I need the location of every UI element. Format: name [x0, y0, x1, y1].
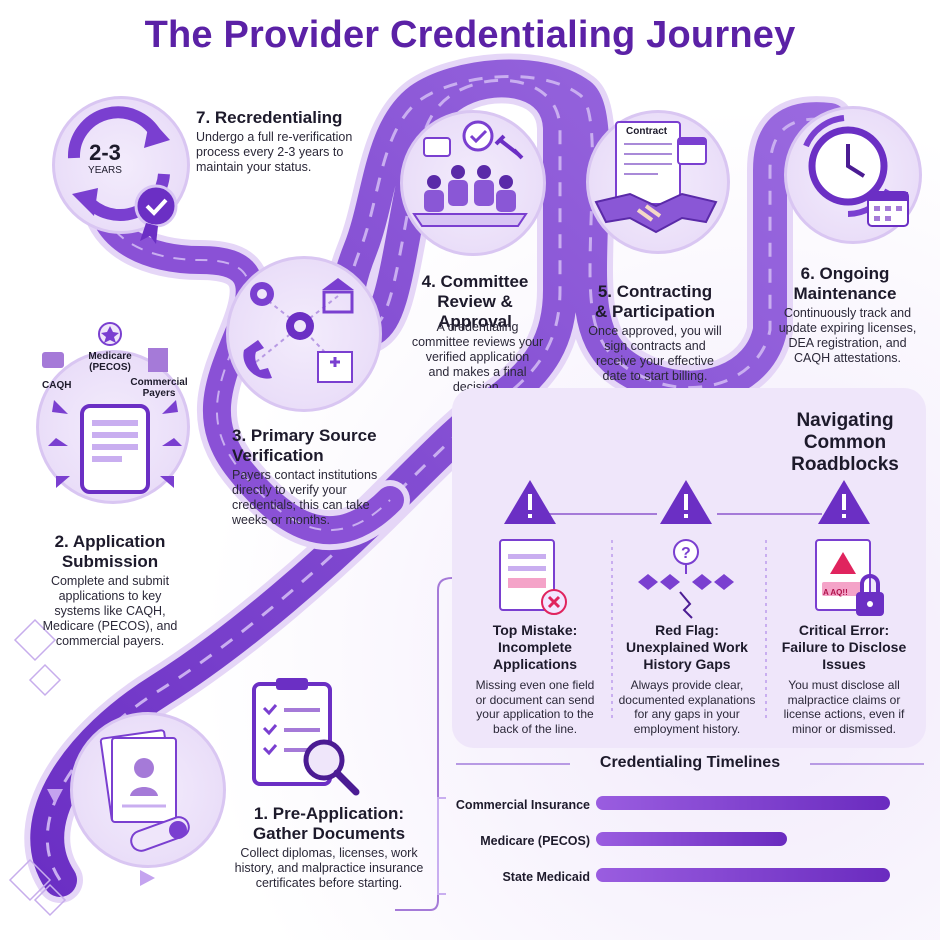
timeline-bar — [596, 796, 890, 810]
refresh-cycle-icon — [67, 106, 178, 244]
locked-document-icon — [815, 539, 884, 616]
roadblock-3-desc: You must disclose all malpractice claims… — [783, 678, 905, 736]
recred-badge-years: 2-3 — [89, 140, 121, 165]
roadblocks-heading: Navigating Common Roadblocks — [791, 410, 899, 475]
timeline-label: Medicare (PECOS) — [480, 834, 590, 848]
step3-title: 3. Primary Source Verification — [232, 426, 377, 465]
step4-desc: A credentialing committee reviews your v… — [411, 320, 544, 394]
step7-title: 7. Recredentialing — [196, 108, 343, 127]
warning-icon — [504, 480, 556, 524]
verification-network-icon — [243, 278, 354, 383]
step6-desc: Continuously track and update expiring l… — [778, 306, 917, 365]
page-title: The Provider Credentialing Journey — [144, 14, 796, 56]
committee-meeting-icon — [412, 120, 528, 227]
clipboard-checklist-icon — [252, 678, 360, 796]
decor-diamonds — [8, 618, 67, 917]
svg-text:?: ? — [681, 545, 691, 562]
timelines-bracket — [437, 797, 446, 895]
target-commercial-payers: Commercial Payers — [130, 377, 188, 399]
timeline-bar — [596, 868, 890, 882]
roadblock-2-desc: Always provide clear, documented explana… — [618, 678, 756, 736]
step1-desc: Collect diplomas, licenses, work history… — [234, 846, 424, 890]
incomplete-doc-icon — [499, 539, 567, 615]
target-medicare: Medicare (PECOS) — [88, 351, 132, 373]
submission-tablet-icon — [42, 322, 182, 494]
step2-desc: Complete and submit applications to key … — [42, 574, 178, 648]
doc-badge-text: A AQ!! — [823, 588, 848, 597]
step7-desc: Undergo a full re-verification process e… — [196, 130, 353, 174]
contract-handshake-icon — [594, 121, 718, 234]
timeline-label: Commercial Insurance — [455, 798, 590, 812]
step2-title: 2. Application Submission — [54, 532, 166, 571]
target-caqh: CAQH — [42, 380, 72, 391]
timeline-label: State Medicaid — [502, 870, 590, 884]
step4-title: 4. Committee Review & Approval — [421, 272, 529, 331]
roadblock-1-title: Top Mistake: Incomplete Applications — [492, 622, 578, 672]
documents-stack-icon — [99, 729, 190, 852]
warning-icon — [818, 480, 870, 524]
step5-title: 5. Contracting & Participation — [595, 282, 715, 321]
contract-label: Contract — [626, 126, 668, 137]
timeline-bar — [596, 832, 787, 846]
step1-title: 1. Pre-Application: Gather Documents — [252, 804, 406, 843]
timeline-gap-icon: ? — [638, 539, 734, 619]
step6-title: 6. Ongoing Maintenance — [793, 264, 897, 303]
roadblocks-graphics: ? — [499, 480, 884, 720]
timelines-heading: Credentialing Timelines — [599, 754, 781, 771]
connector-line — [395, 577, 470, 911]
timelines-chart: Commercial Insurance Medicare (PECOS) St… — [440, 792, 920, 892]
step3-desc: Payers contact institutions directly to … — [232, 468, 378, 527]
recred-badge-label: YEARS — [88, 165, 122, 176]
roadblock-3-title: Critical Error: Failure to Disclose Issu… — [781, 622, 907, 672]
step5-desc: Once approved, you will sign contracts a… — [588, 324, 722, 383]
roadblock-1-desc: Missing even one field or document can s… — [475, 678, 595, 736]
roadblock-2-title: Red Flag: Unexplained Work History Gaps — [626, 622, 748, 672]
clock-calendar-icon — [803, 115, 909, 227]
timelines-divider — [456, 763, 924, 765]
warning-icon — [660, 480, 712, 524]
